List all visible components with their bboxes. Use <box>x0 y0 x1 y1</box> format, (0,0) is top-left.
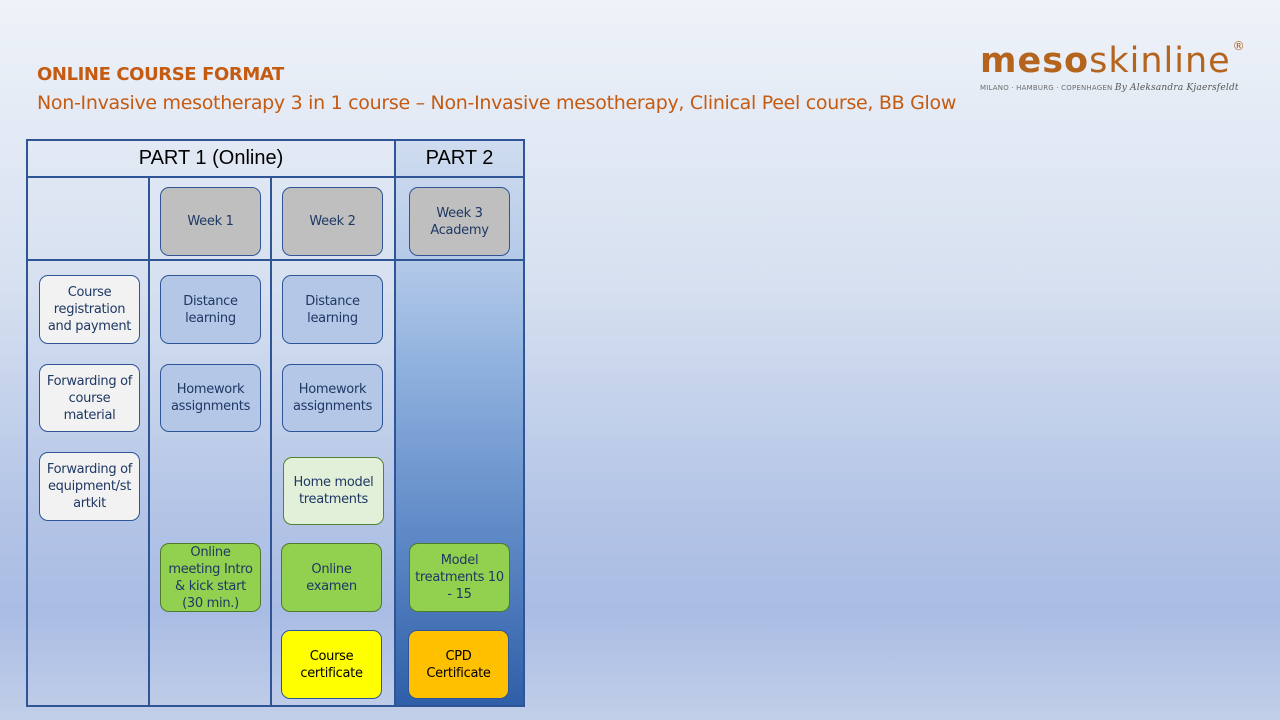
logo-signature: By Aleksandra Kjaersfeldt <box>1114 83 1239 93</box>
week2-homework-box: Homework assignments <box>282 364 383 432</box>
week1-distance-learning-box: Distance learning <box>160 275 261 344</box>
column-divider-1 <box>148 176 150 707</box>
part1-frame <box>26 139 396 707</box>
online-examen-box: Online examen <box>281 543 382 612</box>
equipment-startkit-box: Forwarding of equipment/st artkit <box>39 452 140 521</box>
week1-box: Week 1 <box>160 187 261 256</box>
page-subtitle: Non-Invasive mesotherapy 3 in 1 course –… <box>37 92 957 114</box>
page-title: ONLINE COURSE FORMAT <box>37 64 284 85</box>
header-divider <box>26 176 525 178</box>
course-certificate-box: Course certificate <box>281 630 382 699</box>
logo-tagline: MILANO · HAMBURG · COPENHAGEN By Aleksan… <box>980 83 1239 93</box>
course-material-box: Forwarding of course material <box>39 364 140 432</box>
week3-box: Week 3 Academy <box>409 187 510 256</box>
model-treatments-box: Model treatments 10 - 15 <box>409 543 510 612</box>
column-divider-2 <box>270 176 272 707</box>
online-meeting-box: Online meeting Intro & kick start (30 mi… <box>160 543 261 612</box>
week2-distance-learning-box: Distance learning <box>282 275 383 344</box>
logo-wordmark: mesoskinline® <box>980 39 1246 81</box>
mesoskinline-logo: mesoskinline® MILANO · HAMBURG · COPENHA… <box>980 26 1246 93</box>
week1-homework-box: Homework assignments <box>160 364 261 432</box>
week-row-divider <box>26 259 525 261</box>
cpd-certificate-box: CPD Certificate <box>408 630 509 699</box>
week2-box: Week 2 <box>282 187 383 256</box>
part2-header: PART 2 <box>425 147 494 169</box>
part1-header: PART 1 (Online) <box>138 147 284 169</box>
home-model-treatments-box: Home model treatments <box>283 457 384 525</box>
course-registration-box: Course registration and payment <box>39 275 140 344</box>
